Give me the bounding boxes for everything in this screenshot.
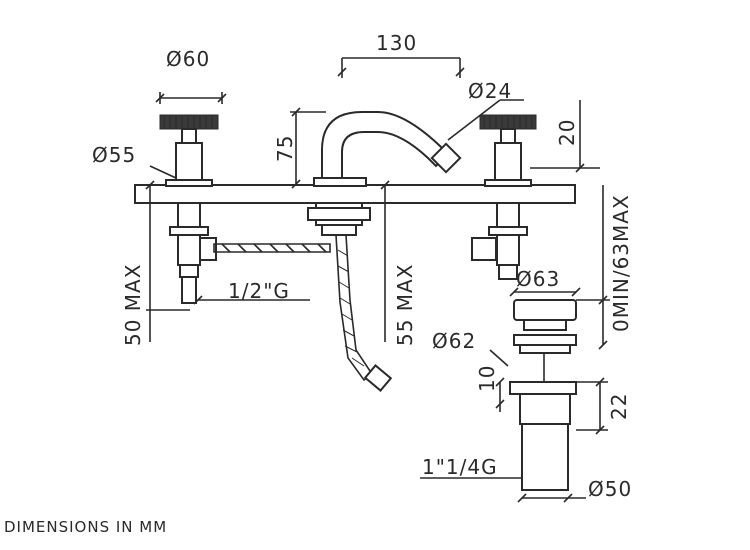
right-spindle <box>500 128 516 144</box>
waste-body <box>519 393 571 425</box>
left-nut <box>169 226 209 236</box>
spout-nut <box>307 207 371 221</box>
left-tap <box>159 114 219 304</box>
spout-base <box>313 177 367 187</box>
spout-shank <box>321 224 357 236</box>
right-flange <box>484 179 532 187</box>
spout-nozzle <box>430 142 462 174</box>
waste-ring <box>519 344 571 354</box>
spout <box>307 111 462 236</box>
dim-width-130: 130 <box>376 31 417 55</box>
hose-vertical <box>335 234 374 382</box>
waste-flange <box>513 334 577 346</box>
waste-collar <box>509 381 577 395</box>
left-spindle <box>181 128 197 144</box>
left-body <box>175 142 203 182</box>
dim-height-75: 75 <box>273 135 297 162</box>
dim-thread-1-1-4: 1"1/4G <box>422 455 498 479</box>
dim-diameter-24: Ø24 <box>468 79 512 103</box>
dim-diameter-60: Ø60 <box>166 47 210 71</box>
dim-height-22: 22 <box>607 393 631 420</box>
hose-end-fitting <box>363 364 393 392</box>
hose-horizontal <box>213 243 331 253</box>
right-nut <box>488 226 528 236</box>
left-lower-body <box>177 234 201 266</box>
deck-plate <box>134 184 576 204</box>
right-lower-body <box>496 234 520 266</box>
waste-tail <box>521 423 569 491</box>
dim-50-max: 50 MAX <box>121 264 145 346</box>
waste-cap <box>513 299 577 321</box>
left-side-outlet <box>199 237 217 261</box>
dim-55-max: 55 MAX <box>393 264 417 346</box>
right-shank <box>496 202 520 228</box>
left-connector <box>179 264 199 278</box>
dim-diameter-62: Ø62 <box>432 329 476 353</box>
right-connector <box>498 264 518 280</box>
popup-waste <box>509 299 577 491</box>
right-body <box>494 142 522 182</box>
dimension-lines <box>145 57 610 503</box>
dim-0min-63max: 0MIN/63MAX <box>609 194 633 332</box>
left-shank <box>177 202 201 228</box>
waste-cap-stem <box>523 319 567 331</box>
right-tap <box>471 114 537 280</box>
dim-height-10: 10 <box>475 365 499 392</box>
dim-height-20: 20 <box>555 119 579 146</box>
left-flange <box>165 179 213 187</box>
left-tail <box>181 276 197 304</box>
dim-diameter-55: Ø55 <box>92 143 136 167</box>
hoses <box>213 234 393 392</box>
left-handwheel <box>159 114 219 130</box>
dim-diameter-63: Ø63 <box>516 267 560 291</box>
dim-thread-half-inch: 1/2"G <box>228 279 290 303</box>
dim-diameter-50: Ø50 <box>588 477 632 501</box>
right-side-outlet <box>471 237 497 261</box>
spout-arc <box>321 111 450 184</box>
footer-note: DIMENSIONS IN MM <box>4 518 167 536</box>
